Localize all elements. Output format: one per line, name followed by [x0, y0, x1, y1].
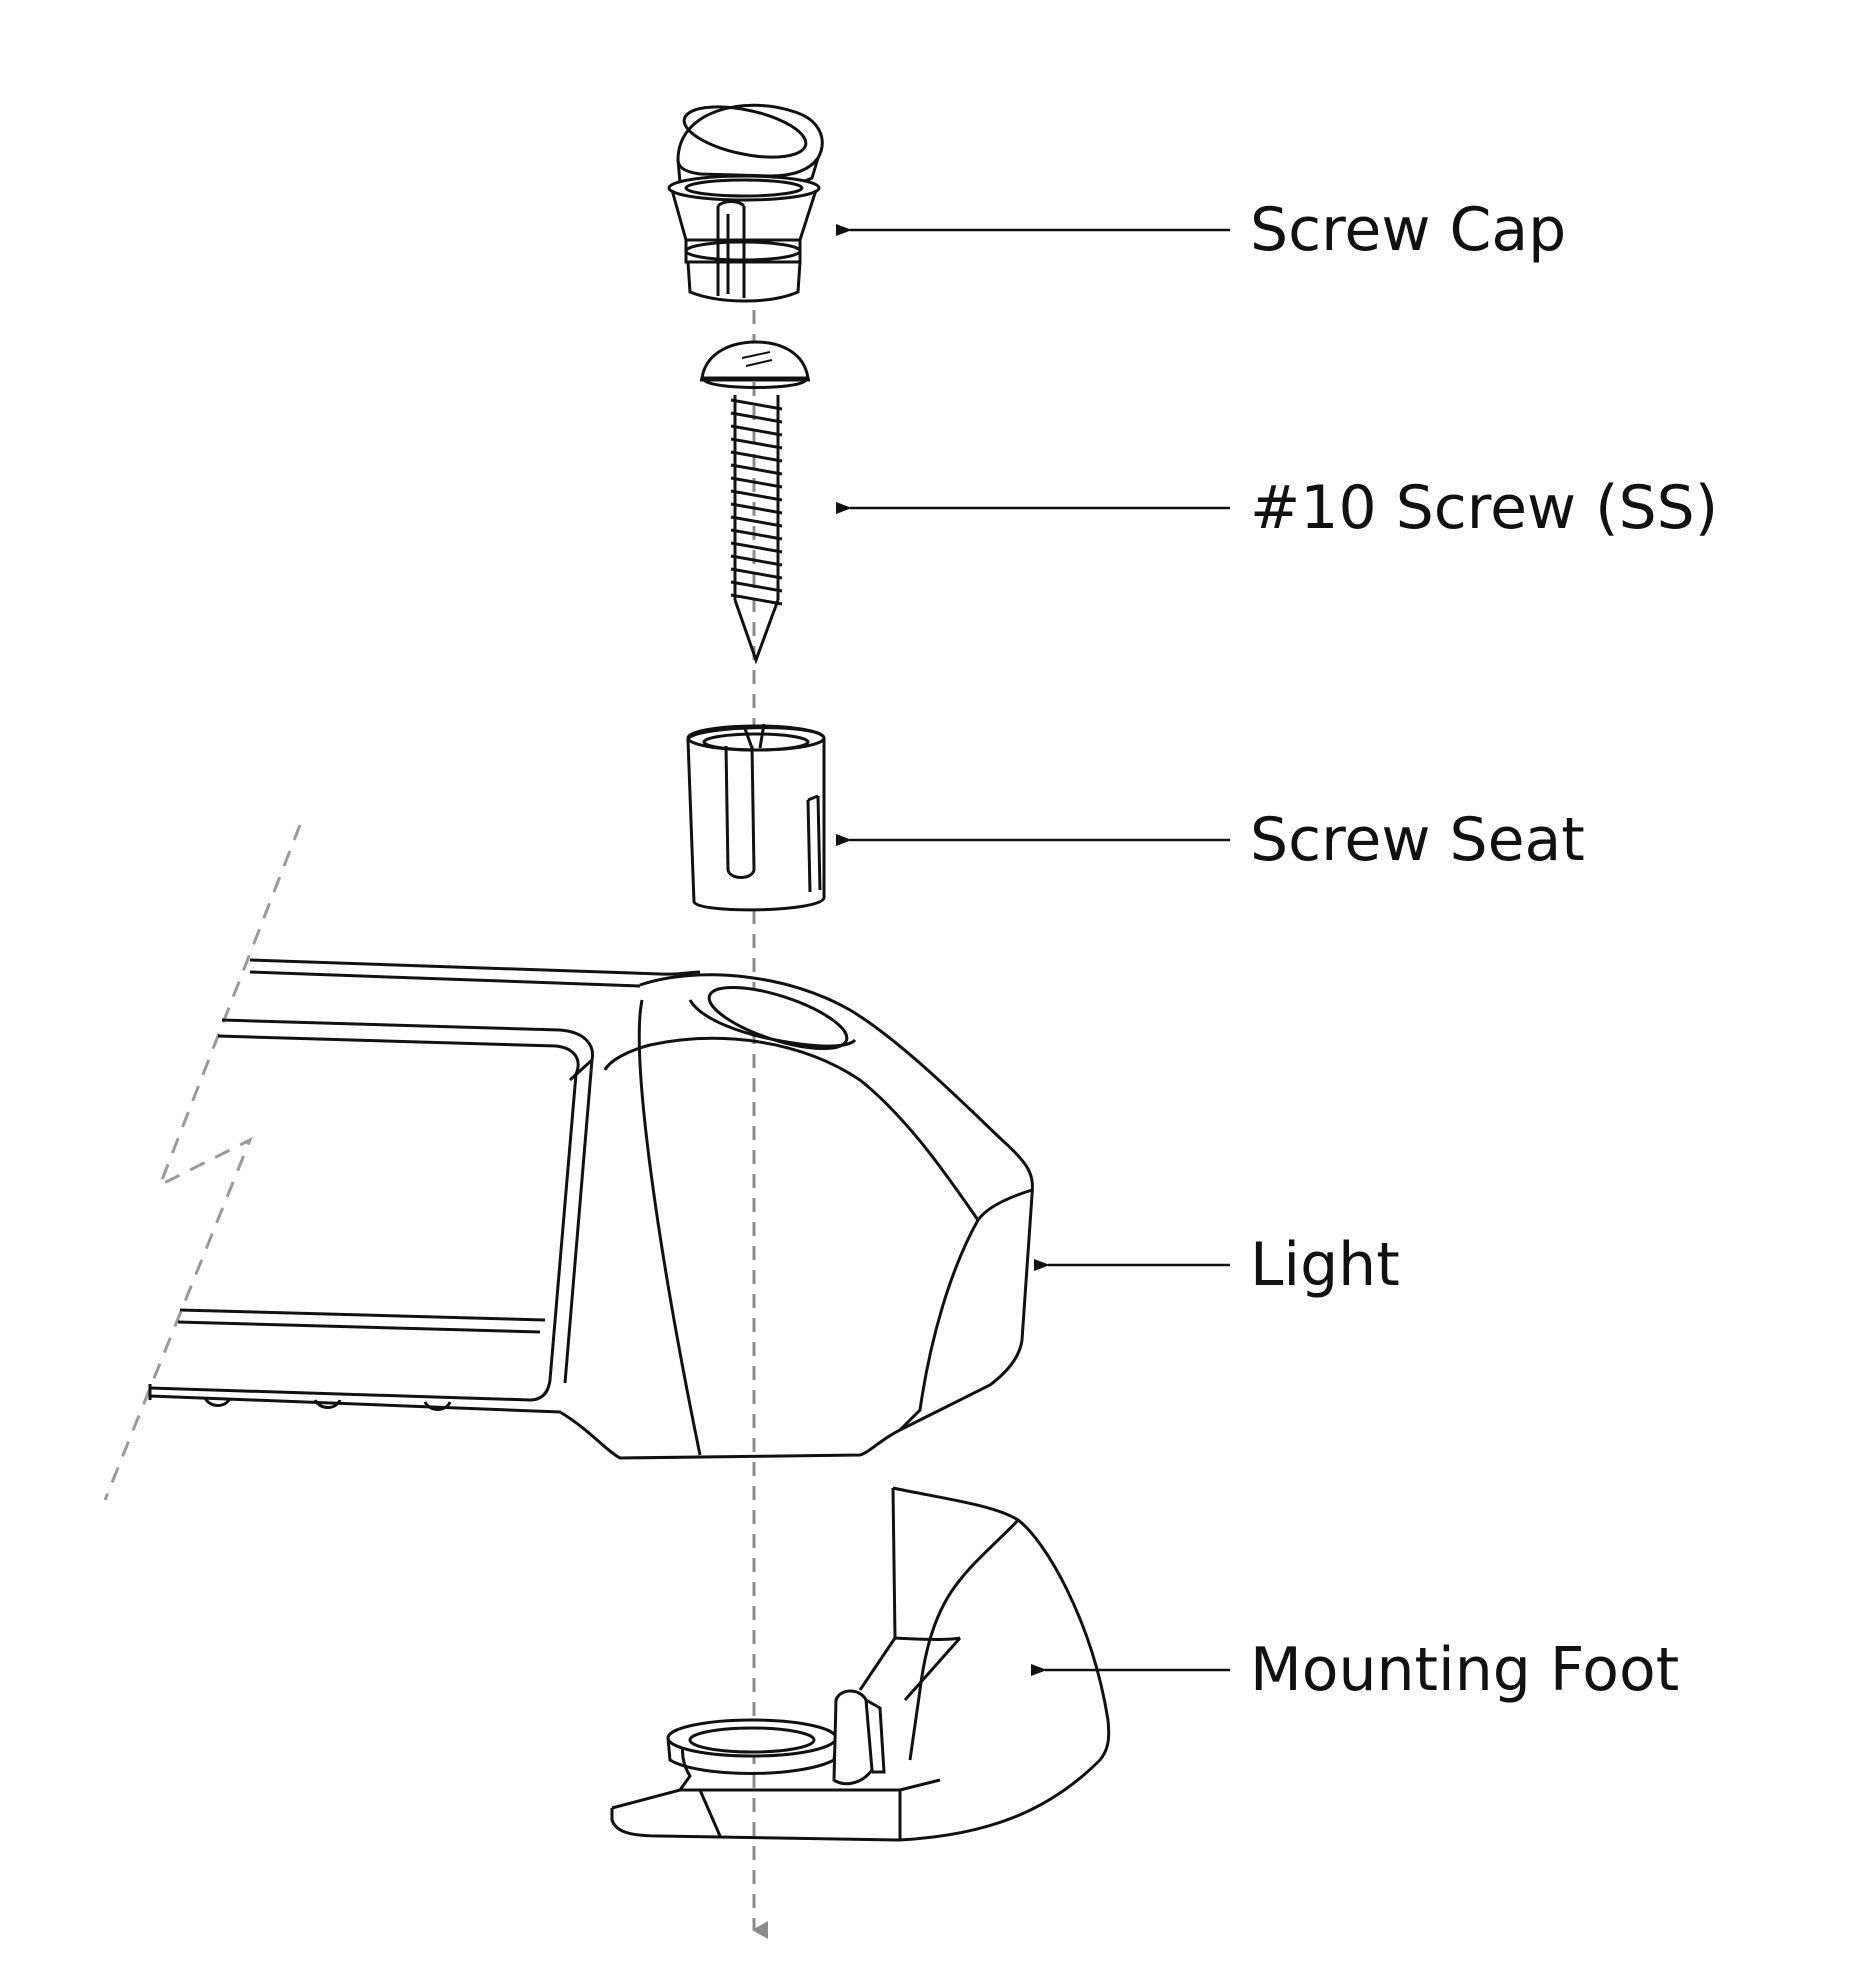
screw-thread: [731, 582, 782, 591]
screw-part: [700, 342, 810, 660]
screw-thread: [731, 569, 782, 578]
screw-thread: [731, 491, 782, 500]
screw-thread: [731, 517, 782, 526]
light-part: [150, 960, 1032, 1458]
screw-seat-label: Screw Seat: [1250, 805, 1585, 875]
mounting-foot-part: [612, 1488, 1109, 1840]
screw-thread: [731, 413, 782, 422]
screw-thread: [731, 530, 782, 539]
screw-thread: [731, 478, 782, 487]
screw-thread: [731, 543, 782, 552]
screw-label: #10 Screw (SS): [1250, 473, 1718, 543]
screw-thread: [731, 400, 782, 409]
callouts: Screw Cap #10 Screw (SS) Screw SeatLightMo…: [836, 195, 1718, 1705]
screw-seat-part: [688, 724, 824, 910]
light-label: Light: [1250, 1230, 1400, 1300]
screw-cap-label: Screw Cap: [1250, 195, 1566, 265]
screw-thread: [731, 556, 782, 565]
break-line: [103, 824, 302, 1501]
screw-thread: [731, 465, 782, 474]
screw-thread: [731, 452, 782, 461]
screw-thread: [731, 426, 782, 435]
screw-thread: [731, 595, 782, 604]
screw-thread: [731, 439, 782, 448]
mounting-foot-label: Mounting Foot: [1250, 1635, 1679, 1705]
screw-threads: [731, 400, 782, 604]
screw-cap-part: [669, 98, 822, 301]
screw-thread: [731, 504, 782, 513]
